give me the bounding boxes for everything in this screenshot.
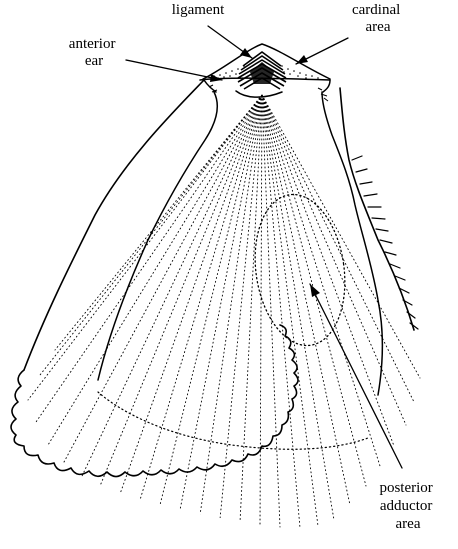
- label-posterior-adductor-area: posterior adductor area: [379, 480, 436, 532]
- shell-interior: [28, 95, 420, 528]
- shell-outline: [11, 80, 414, 477]
- label-anterior-ear: anterior ear: [69, 36, 119, 69]
- label-ligament: ligament: [172, 2, 225, 18]
- label-cardinal-area: cardinal area: [352, 2, 404, 35]
- leader-anterior-ear: [126, 60, 222, 80]
- arrowheads: [210, 48, 320, 297]
- leader-lines: [126, 26, 402, 468]
- radial-ribs: [28, 95, 420, 528]
- arrow-posterior-adductor: [310, 284, 320, 297]
- ear-hatches: [209, 85, 328, 101]
- arrow-cardinal-area: [296, 55, 308, 64]
- posterior-fringe: [352, 156, 418, 329]
- leader-posterior-adductor: [310, 284, 402, 468]
